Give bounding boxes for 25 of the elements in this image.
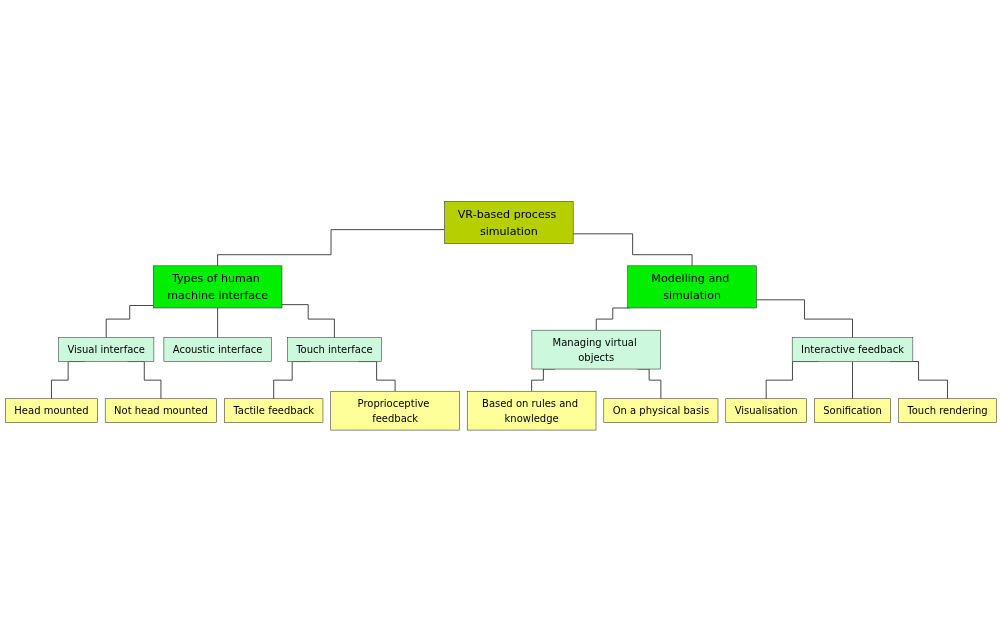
node-box: VR-based process simulation: [444, 201, 574, 245]
connector: [852, 361, 853, 400]
node-box: Sonification: [814, 398, 891, 424]
connector: [217, 307, 219, 339]
node-box: On a physical basis: [603, 398, 719, 424]
node-box: Touch interface: [287, 337, 382, 363]
connector: [595, 307, 630, 331]
node-box: Touch rendering: [898, 398, 997, 424]
node-box: Tactile feedback: [224, 398, 324, 424]
node-box: Head mounted: [5, 398, 98, 424]
node-box: Proprioceptive feedback: [330, 391, 460, 431]
connector: [756, 299, 853, 339]
node-box: Managing virtual objects: [531, 330, 661, 370]
node-box: Based on rules and knowledge: [467, 391, 597, 431]
connector: [281, 304, 335, 339]
node-box: Types of human machine interface: [152, 265, 283, 309]
connector: [105, 305, 154, 339]
node-box: Visual interface: [58, 337, 155, 363]
node-box: Not head mounted: [104, 398, 217, 424]
node-box: Visualisation: [725, 398, 807, 424]
connector: [217, 229, 445, 267]
node-box: Interactive feedback: [791, 337, 914, 363]
node-box: Acoustic interface: [163, 337, 272, 363]
connector: [572, 233, 693, 267]
node-box: Modelling and simulation: [627, 265, 757, 309]
